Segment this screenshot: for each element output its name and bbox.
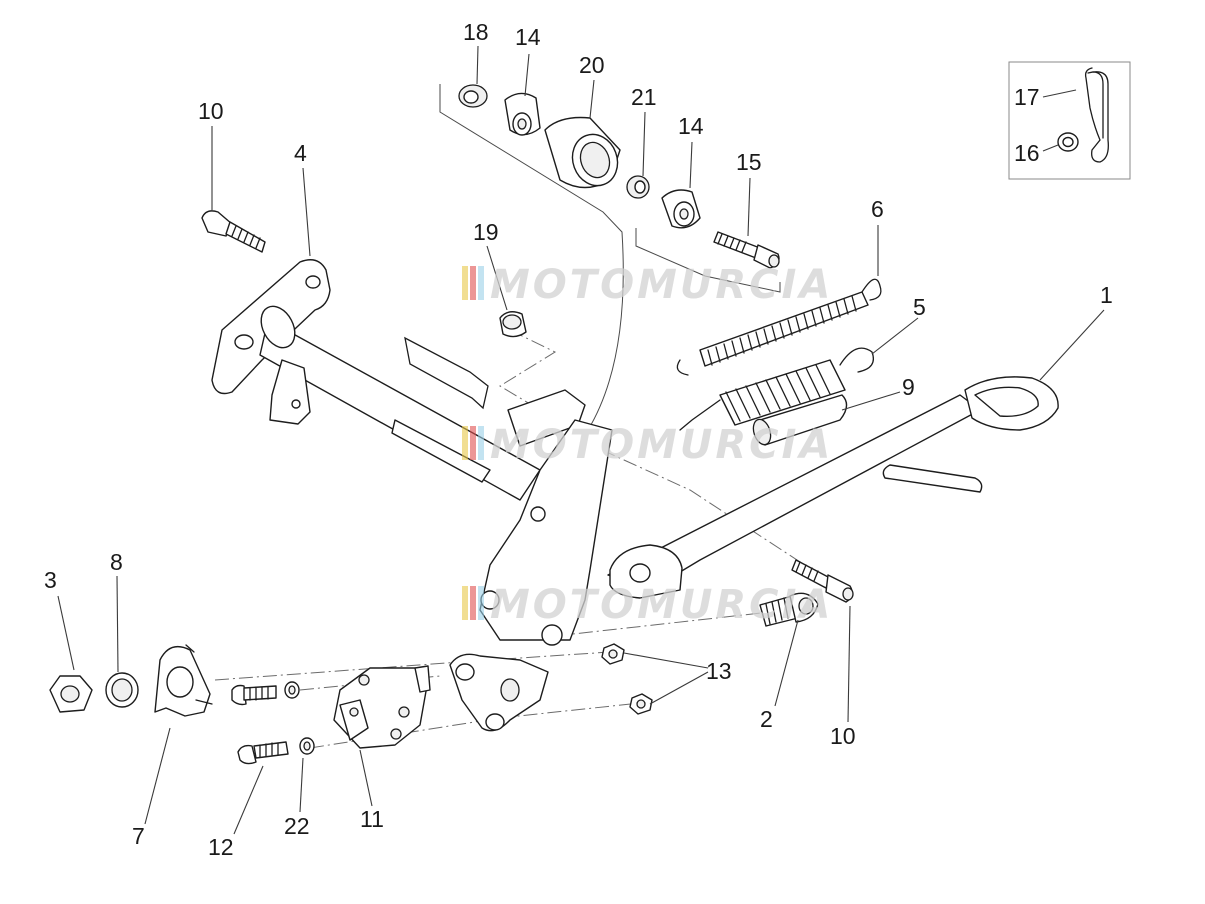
washer-22-upper-part xyxy=(284,681,300,699)
pin-2-part xyxy=(759,592,819,627)
screw-12-upper-part xyxy=(231,684,277,706)
cap-19-part xyxy=(499,311,527,338)
watermark-stripe xyxy=(478,266,484,300)
watermark-stripe xyxy=(478,426,484,460)
bolt-10-top-part xyxy=(201,210,266,253)
callout-15: 15 xyxy=(736,149,762,175)
callout-10-right: 10 xyxy=(830,723,856,749)
callout-1: 1 xyxy=(1100,282,1113,308)
watermark-text: MOTOMURCIA xyxy=(490,422,833,468)
spring-lower-part xyxy=(679,347,875,431)
callout-19: 19 xyxy=(473,219,499,245)
screw-12-lower-part xyxy=(237,741,289,765)
callout-14-left: 14 xyxy=(515,24,541,50)
watermark-bottom: MOTOMURCIA xyxy=(462,582,833,628)
inset-box xyxy=(1008,61,1131,180)
callout-13: 13 xyxy=(706,658,732,684)
callout-7: 7 xyxy=(132,823,145,849)
callout-3: 3 xyxy=(44,567,57,593)
callout-16: 16 xyxy=(1014,140,1040,166)
callout-5: 5 xyxy=(913,294,926,320)
callout-11: 11 xyxy=(360,806,384,832)
watermark-stripe xyxy=(462,426,468,460)
nut-13-upper-part xyxy=(601,643,625,665)
leader-lines xyxy=(57,45,1105,835)
callout-20: 20 xyxy=(579,52,605,78)
sleeve-tube-part xyxy=(752,394,848,446)
mount-plate-part xyxy=(449,653,549,732)
cover-7-part xyxy=(154,644,213,717)
watermark-stripe xyxy=(470,266,476,300)
callout-10-top: 10 xyxy=(198,98,224,124)
callout-6: 6 xyxy=(871,196,884,222)
watermark-middle: MOTOMURCIA xyxy=(462,422,833,468)
spring-clip-part xyxy=(1084,67,1109,163)
ring-21-part xyxy=(626,175,650,199)
watermark-stripe xyxy=(462,586,468,620)
watermark-stripe xyxy=(470,426,476,460)
callout-17: 17 xyxy=(1014,84,1040,110)
nut-13-lower-part xyxy=(629,693,653,715)
watermark-stripe xyxy=(478,586,484,620)
bushing-18-part xyxy=(458,84,488,108)
callout-2: 2 xyxy=(760,706,773,732)
callout-labels: 1 2 3 4 5 6 7 8 9 10 10 11 12 13 14 14 1… xyxy=(44,19,1113,860)
callout-12: 12 xyxy=(208,834,234,860)
callout-14-right: 14 xyxy=(678,113,704,139)
callout-21: 21 xyxy=(631,84,657,110)
callout-9: 9 xyxy=(902,374,915,400)
bolt-15-part xyxy=(713,231,780,269)
side-stand-part xyxy=(607,376,1059,599)
spring-upper-part xyxy=(676,278,882,376)
washer-22-lower-part xyxy=(299,737,315,755)
callout-4: 4 xyxy=(294,140,307,166)
watermark-top: MOTOMURCIA xyxy=(462,262,833,308)
watermark-stripe xyxy=(470,586,476,620)
bearing-14-left-part xyxy=(504,92,541,136)
watermark-text: MOTOMURCIA xyxy=(490,262,833,308)
bolt-10-right-part xyxy=(791,559,854,603)
callout-22: 22 xyxy=(284,813,310,839)
nut-3-part xyxy=(49,675,93,713)
watermark-stripe xyxy=(462,266,468,300)
bearing-14-right-part xyxy=(661,189,701,229)
callout-8: 8 xyxy=(110,549,123,575)
sensor-switch-part xyxy=(333,665,431,749)
watermark-text: MOTOMURCIA xyxy=(490,582,833,628)
spacer-20-part xyxy=(544,116,621,189)
washer-8-part xyxy=(105,672,139,708)
callout-18: 18 xyxy=(463,19,489,45)
